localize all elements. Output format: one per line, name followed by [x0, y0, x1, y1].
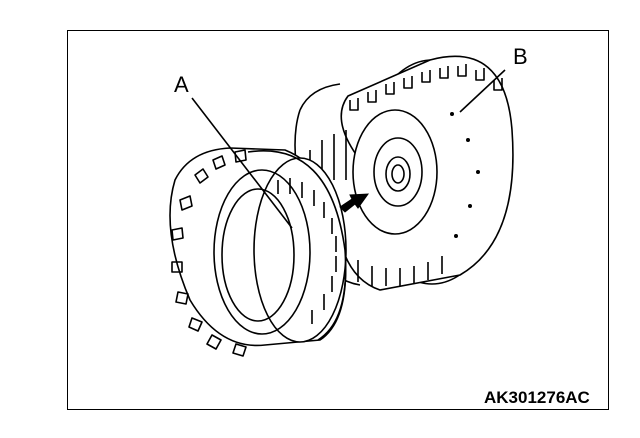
clutch-hub-a: [169, 147, 347, 357]
figure-code: AK301276AC: [484, 388, 590, 407]
callout-label-a: A: [174, 72, 189, 97]
assembly-arrow: [339, 193, 370, 213]
clutch-drum-b: [294, 55, 514, 291]
figure-frame: [67, 30, 609, 410]
leader-line-a: [191, 97, 293, 229]
callout-label-b: B: [513, 44, 528, 69]
leader-line-b: [459, 69, 506, 113]
